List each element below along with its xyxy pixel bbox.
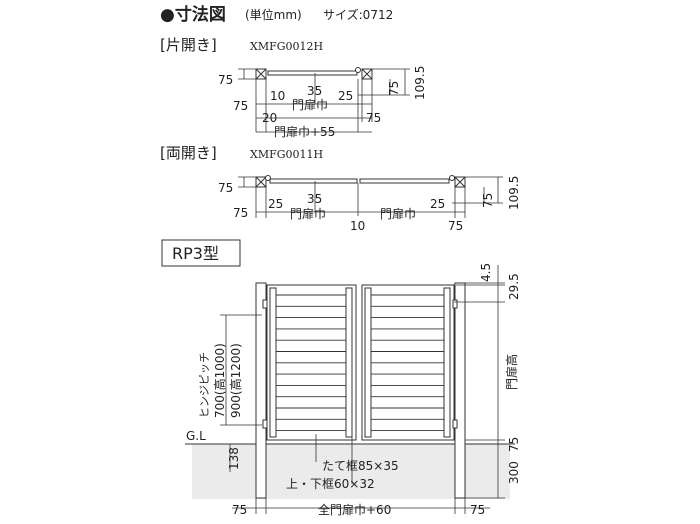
dim-29-5: 29.5 [507, 273, 521, 300]
dim-75: 75 [366, 111, 381, 125]
rail-spec: 上・下框60×32 [286, 477, 375, 491]
unit-label: (単位mm) [245, 7, 302, 22]
page-title: ●寸法図 [160, 4, 226, 25]
single-section: [片開き] XMFG0012H [160, 36, 427, 139]
double-section: [両開き] XMFG0011H 75 [160, 144, 521, 233]
dim-109-5: 109.5 [507, 176, 521, 210]
hinge-icon [262, 419, 268, 429]
gate-leaf [267, 70, 358, 76]
rp3-dim-text: 4.5 29.5 門扉高 75 300 ヒンジピッチ 700(高1000) 90… [186, 263, 521, 517]
single-model: XMFG0012H [250, 40, 323, 53]
hinge-icon [452, 419, 458, 429]
header: ●寸法図 (単位mm) サイズ:0712 [160, 4, 393, 25]
hinge-icon [355, 67, 361, 73]
double-plan-view [255, 175, 466, 188]
dim-109-5: 109.5 [413, 66, 427, 100]
double-heading: [両開き] [160, 144, 217, 162]
dim-75: 75 [507, 437, 521, 452]
leaf-width-label: 門扉巾 [292, 98, 328, 112]
single-heading: [片開き] [160, 36, 217, 54]
single-plan-view [255, 67, 373, 80]
double-model: XMFG0011H [250, 148, 323, 161]
hinge-icon [262, 299, 268, 309]
hinge-pitch-700: 700(高1000) [212, 343, 227, 418]
gate-leaf-left [269, 178, 358, 184]
dim-138: 138 [227, 447, 241, 470]
right-post [454, 282, 466, 499]
dim-75: 75 [233, 99, 248, 113]
dim-35: 35 [307, 84, 322, 98]
single-dim-text: 75 75 10 35 25 20 門扉巾 75 門扉巾+55 75 109.5 [218, 66, 427, 139]
dim-35: 35 [307, 192, 322, 206]
dim-75: 75 [448, 219, 463, 233]
louver-slats [276, 294, 444, 432]
door-height-label: 門扉高 [504, 354, 519, 390]
dim-75-vertical: 75 [387, 81, 401, 96]
posts [255, 282, 466, 499]
double-dim-text: 75 75 25 35 門扉巾 10 門扉巾 25 75 75 109.5 [218, 176, 521, 233]
dim-300: 300 [507, 461, 521, 484]
hinge-icon [452, 299, 458, 309]
left-post [255, 282, 267, 499]
hinge-pitch-label: ヒンジピッチ [198, 352, 211, 418]
dim-75: 75 [233, 206, 248, 220]
dim-75-vertical: 75 [481, 193, 495, 208]
dim-75: 75 [218, 73, 233, 87]
stile-spec: たて框85×35 [322, 459, 399, 473]
dim-75: 75 [218, 181, 233, 195]
dim-10: 10 [270, 89, 285, 103]
gate-leaf-right [359, 178, 450, 184]
dim-25: 25 [268, 197, 283, 211]
double-dim-lines [238, 176, 503, 218]
hinge-icon [449, 175, 455, 181]
dim-75: 75 [232, 503, 247, 517]
dim-75: 75 [470, 503, 485, 517]
dim-20: 20 [262, 111, 277, 125]
dim-4-5: 4.5 [479, 263, 493, 282]
rp3-dim-lines [220, 265, 505, 514]
size-label: サイズ:0712 [323, 7, 393, 22]
rp3-section: RP3型 [161, 239, 521, 517]
overall-width-label: 門扉巾+55 [274, 125, 335, 139]
rp3-badge-text: RP3型 [172, 244, 219, 263]
overall-width-label: 全門扉巾+60 [318, 502, 391, 517]
dim-25: 25 [430, 197, 445, 211]
leaf-width-label: 門扉巾 [380, 207, 416, 221]
dim-25: 25 [338, 89, 353, 103]
dim-10: 10 [350, 219, 365, 233]
hinge-icon [265, 175, 271, 181]
gl-label: G.L [186, 429, 206, 443]
leaf-width-label: 門扉巾 [290, 207, 326, 221]
single-dim-lines [238, 68, 410, 133]
hinge-pitch-900: 900(高1200) [228, 343, 243, 418]
rp3-badge [161, 239, 241, 267]
